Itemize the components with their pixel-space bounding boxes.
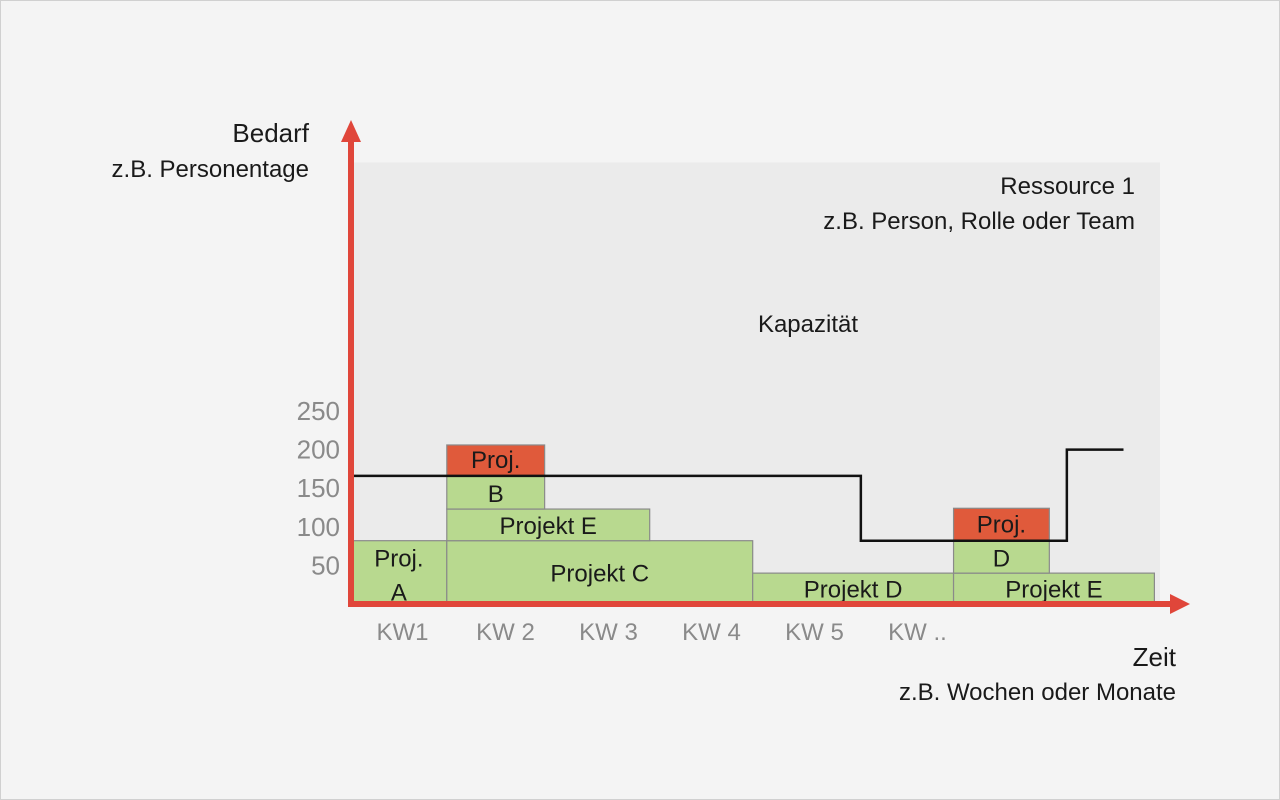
y-axis-title: Bedarf bbox=[232, 118, 309, 148]
project-block: Projekt E bbox=[446, 508, 651, 542]
x-tick-label: KW 4 bbox=[682, 619, 741, 646]
block-label: Projekt C bbox=[550, 560, 649, 587]
panel-title: Ressource 1 bbox=[1000, 173, 1135, 200]
block-rect bbox=[952, 572, 1155, 605]
project-block: Proj. B bbox=[446, 444, 546, 510]
project-blocks: Proj. A Projekt C Projekt E Proj. B Projekt D P… bbox=[350, 444, 1155, 606]
block-label-line: Proj. bbox=[374, 545, 423, 572]
overload-segment bbox=[446, 444, 546, 477]
axes bbox=[341, 120, 1190, 614]
block-label: Projekt E bbox=[1005, 577, 1102, 604]
block-rect bbox=[752, 572, 955, 605]
block-label-line: Proj. bbox=[471, 447, 520, 474]
y-tick-label: 250 bbox=[297, 396, 340, 426]
y-axis-arrow bbox=[341, 120, 361, 142]
block-label: Projekt E bbox=[500, 513, 597, 540]
capacity-label: Kapazität bbox=[758, 311, 858, 338]
project-block: Projekt E bbox=[952, 572, 1155, 605]
block-label: Proj. A bbox=[374, 545, 423, 606]
x-tick-label: KW .. bbox=[888, 619, 947, 646]
capacity-line bbox=[351, 448, 1124, 542]
y-tick-labels: 50 100 150 200 250 bbox=[297, 396, 340, 580]
block-rect bbox=[350, 540, 448, 605]
block-label: Projekt D bbox=[804, 577, 903, 604]
x-tick-label: KW 5 bbox=[785, 619, 844, 646]
x-axis-title: Zeit bbox=[1133, 642, 1177, 672]
y-axis-subtitle: z.B. Personentage bbox=[112, 156, 309, 183]
panel-subtitle: z.B. Person, Rolle oder Team bbox=[823, 208, 1135, 235]
project-block: Proj. A bbox=[350, 540, 448, 606]
x-axis-arrow bbox=[1170, 594, 1190, 614]
block-label-line: D bbox=[993, 546, 1010, 573]
x-tick-label: KW 3 bbox=[579, 619, 638, 646]
y-tick-label: 150 bbox=[297, 473, 340, 503]
overload-segment bbox=[952, 507, 1050, 542]
block-label: Proj. D bbox=[977, 512, 1026, 573]
x-tick-label: KW1 bbox=[376, 619, 428, 646]
y-tick-label: 100 bbox=[297, 512, 340, 542]
block-label-line: A bbox=[391, 579, 407, 606]
normal-segment bbox=[952, 540, 1050, 574]
y-tick-label: 200 bbox=[297, 435, 340, 465]
project-block: Projekt C bbox=[446, 540, 754, 605]
block-rect bbox=[446, 508, 651, 542]
project-block: Proj. D bbox=[952, 507, 1050, 574]
x-axis-subtitle: z.B. Wochen oder Monate bbox=[899, 679, 1176, 706]
normal-segment bbox=[446, 475, 546, 510]
project-block: Projekt D bbox=[752, 572, 955, 605]
block-rect bbox=[446, 540, 754, 605]
x-tick-label: KW 2 bbox=[476, 619, 535, 646]
block-label-line: Proj. bbox=[977, 512, 1026, 539]
x-tick-labels: KW1 KW 2 KW 3 KW 4 KW 5 KW .. bbox=[376, 619, 946, 646]
block-label: Proj. B bbox=[471, 447, 520, 508]
y-tick-label: 50 bbox=[311, 550, 340, 580]
block-label-line: B bbox=[488, 481, 504, 508]
